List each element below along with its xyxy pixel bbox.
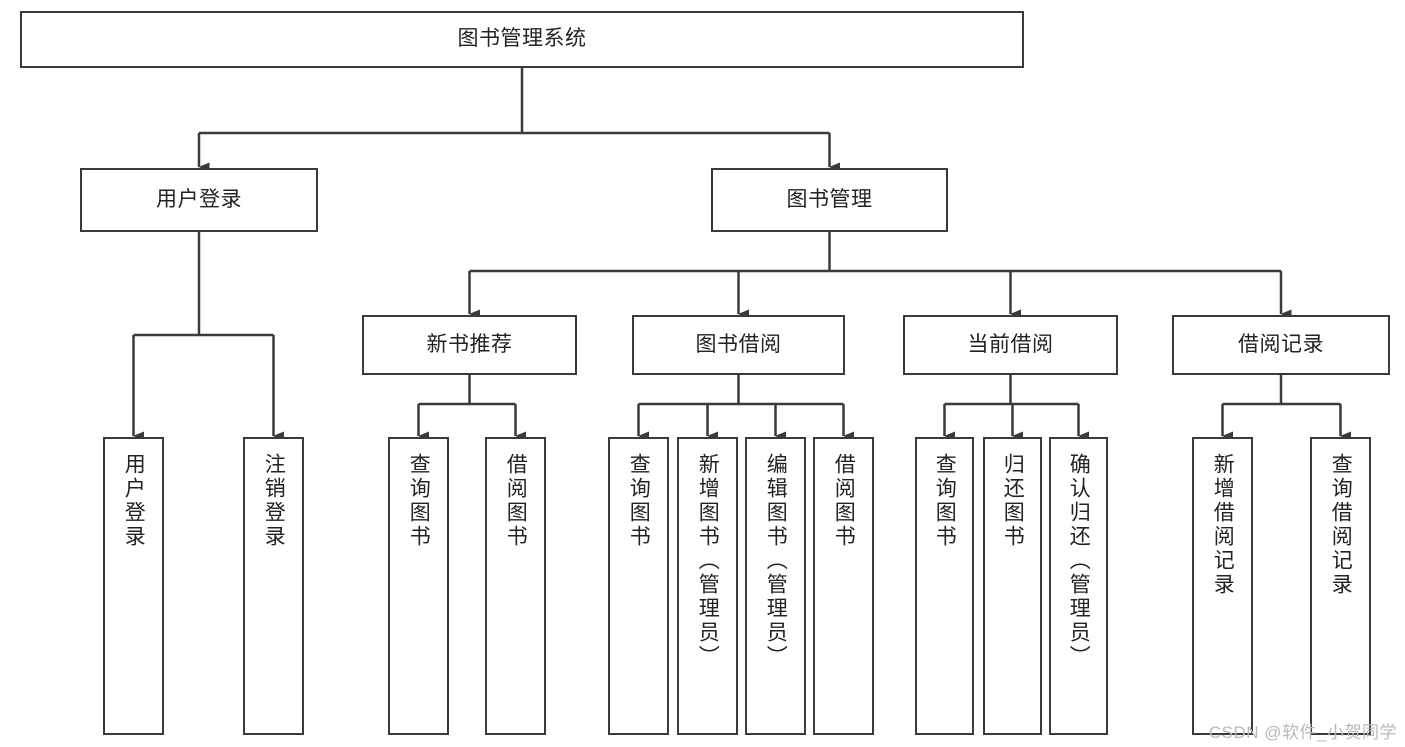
leaf-current-return-book-label: 归还图书 [1001,453,1025,549]
leaf-borrow-query-book-label: 查询图书 [627,453,651,549]
node-borrow-record[interactable]: 借阅记录 [1172,315,1390,375]
node-book-borrow-label: 图书借阅 [695,332,782,356]
leaf-borrow-edit-book-label: 编辑图书（管理员） [764,453,788,669]
leaf-current-query-book[interactable]: 查询图书 [915,437,974,735]
leaf-newbook-query-book[interactable]: 查询图书 [388,437,449,735]
leaf-newbook-borrow-book-label: 借阅图书 [504,453,528,549]
node-new-book-recommend[interactable]: 新书推荐 [362,315,577,375]
leaf-current-return-book[interactable]: 归还图书 [983,437,1042,735]
leaf-current-query-book-label: 查询图书 [933,453,957,549]
node-current-borrow[interactable]: 当前借阅 [903,315,1118,375]
leaf-borrow-borrow-book[interactable]: 借阅图书 [813,437,874,735]
leaf-user-login-label: 用户登录 [122,453,146,549]
leaf-current-confirm-return-label: 确认归还（管理员） [1067,453,1091,669]
node-book-borrow[interactable]: 图书借阅 [632,315,845,375]
node-current-borrow-label: 当前借阅 [967,332,1054,356]
node-borrow-record-label: 借阅记录 [1238,332,1324,356]
leaf-current-confirm-return[interactable]: 确认归还（管理员） [1049,437,1108,735]
node-book-manage[interactable]: 图书管理 [711,168,948,232]
leaf-logout-label: 注销登录 [262,453,286,549]
leaf-record-query-label: 查询借阅记录 [1329,453,1353,597]
leaf-newbook-borrow-book[interactable]: 借阅图书 [485,437,546,735]
leaf-newbook-query-book-label: 查询图书 [407,453,431,549]
node-book-manage-label: 图书管理 [786,187,873,211]
leaf-logout[interactable]: 注销登录 [243,437,304,735]
leaf-borrow-edit-book[interactable]: 编辑图书（管理员） [745,437,806,735]
leaf-borrow-query-book[interactable]: 查询图书 [608,437,669,735]
leaf-user-login[interactable]: 用户登录 [103,437,164,735]
node-new-book-recommend-label: 新书推荐 [426,332,513,356]
node-user-login-label: 用户登录 [156,187,242,211]
leaf-record-add[interactable]: 新增借阅记录 [1192,437,1253,735]
leaf-borrow-borrow-book-label: 借阅图书 [832,453,856,549]
node-user-login[interactable]: 用户登录 [80,168,318,232]
leaf-borrow-add-book[interactable]: 新增图书（管理员） [677,437,738,735]
leaf-record-add-label: 新增借阅记录 [1211,453,1235,597]
node-root[interactable]: 图书管理系统 [20,11,1024,68]
node-root-label: 图书管理系统 [457,27,587,51]
leaf-borrow-add-book-label: 新增图书（管理员） [696,453,720,669]
leaf-record-query[interactable]: 查询借阅记录 [1310,437,1371,735]
